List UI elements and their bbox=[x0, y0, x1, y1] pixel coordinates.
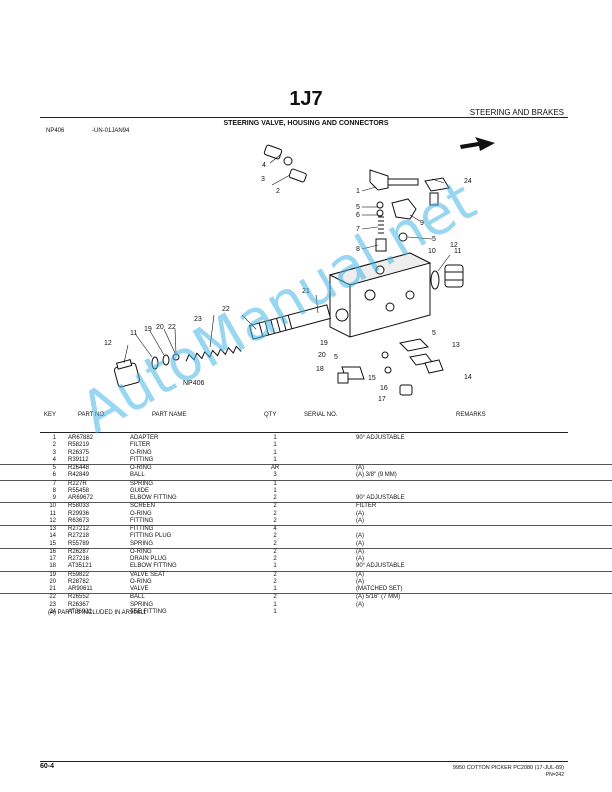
callout-11a: 11 bbox=[454, 248, 461, 255]
callout-labels: 4 3 2 1 5 6 7 8 9 5 10 11 24 21 19 20 22… bbox=[104, 162, 472, 403]
table-header: KEY PART NO. PART NAME QTY SERIAL NO. RE… bbox=[0, 412, 612, 421]
col-qty: QTY bbox=[264, 412, 277, 418]
callout-17: 17 bbox=[378, 396, 386, 403]
spring-guide bbox=[375, 216, 387, 252]
callout-4: 4 bbox=[262, 162, 266, 169]
callout-15: 15 bbox=[368, 375, 376, 382]
callout-13: 13 bbox=[452, 342, 460, 349]
section-title: STEERING AND BRAKES bbox=[469, 108, 564, 117]
figure-subtitle: STEERING VALVE, HOUSING AND CONNECTORS bbox=[223, 120, 389, 127]
top-fittings bbox=[263, 144, 450, 206]
figure-id: NP406 bbox=[46, 128, 65, 134]
callout-22b: 22 bbox=[168, 324, 176, 331]
spring bbox=[185, 345, 242, 362]
elbow-fitting bbox=[391, 198, 417, 220]
table-divider bbox=[40, 432, 568, 433]
callout-19b: 19 bbox=[144, 326, 152, 333]
col-remarks: REMARKS bbox=[456, 412, 486, 418]
figure-date: -UN-01JAN94 bbox=[92, 128, 130, 134]
callout-12b: 12 bbox=[450, 242, 458, 249]
fitting-right bbox=[444, 264, 464, 288]
col-part: PART NO. bbox=[78, 412, 106, 418]
callout-5d: 5 bbox=[432, 330, 436, 337]
callout-22: 22 bbox=[222, 306, 230, 313]
callout-20a: 20 bbox=[318, 352, 326, 359]
callout-11b: 11 bbox=[130, 330, 137, 337]
diagram-inset-label: NP406 bbox=[183, 380, 205, 387]
callout-8: 8 bbox=[356, 246, 360, 253]
exploded-parts-diagram: 4 3 2 1 5 6 7 8 9 5 10 11 24 21 19 20 22… bbox=[104, 137, 495, 403]
fitting-plug bbox=[113, 359, 141, 388]
footer-divider bbox=[40, 761, 568, 762]
callout-18: 18 bbox=[316, 366, 324, 373]
callout-19a: 19 bbox=[320, 340, 328, 347]
callout-10: 10 bbox=[428, 248, 436, 255]
callout-1: 1 bbox=[356, 188, 360, 195]
callout-5b: 5 bbox=[432, 236, 436, 243]
o-rings bbox=[151, 156, 440, 374]
col-key: KEY bbox=[44, 412, 57, 418]
col-serial: SERIAL NO. bbox=[304, 412, 338, 418]
callout-21: 21 bbox=[302, 288, 310, 295]
callout-16: 16 bbox=[380, 385, 388, 392]
page-number: 60-4 bbox=[40, 763, 55, 770]
callout-24: 24 bbox=[464, 178, 472, 185]
header-divider bbox=[40, 117, 568, 118]
callout-9: 9 bbox=[420, 220, 424, 227]
callout-20b: 20 bbox=[156, 324, 164, 331]
forward-arrow-icon bbox=[460, 137, 495, 151]
valve-spool bbox=[248, 304, 332, 340]
page-title: 1J7 bbox=[289, 88, 323, 110]
callout-6: 6 bbox=[356, 212, 360, 219]
callout-14: 14 bbox=[464, 374, 472, 381]
callout-23: 23 bbox=[194, 316, 202, 323]
callout-5c: 5 bbox=[334, 354, 338, 361]
col-name: PART NAME bbox=[152, 412, 187, 418]
callout-5a: 5 bbox=[356, 204, 360, 211]
callout-12a: 12 bbox=[104, 340, 112, 347]
footer-text: 9950 COTTON PICKER PC2080 (17-JUL-89) bbox=[452, 765, 564, 771]
callout-3: 3 bbox=[261, 176, 265, 183]
callout-2: 2 bbox=[276, 188, 280, 195]
footer-code: PN=242 bbox=[545, 772, 564, 778]
valve-housing bbox=[328, 252, 432, 338]
leader-lines bbox=[123, 154, 451, 364]
callout-7: 7 bbox=[356, 226, 360, 233]
table-footnote: (A) PART IS INCLUDED IN AR90611 bbox=[48, 610, 147, 616]
bottom-fittings bbox=[337, 338, 444, 396]
